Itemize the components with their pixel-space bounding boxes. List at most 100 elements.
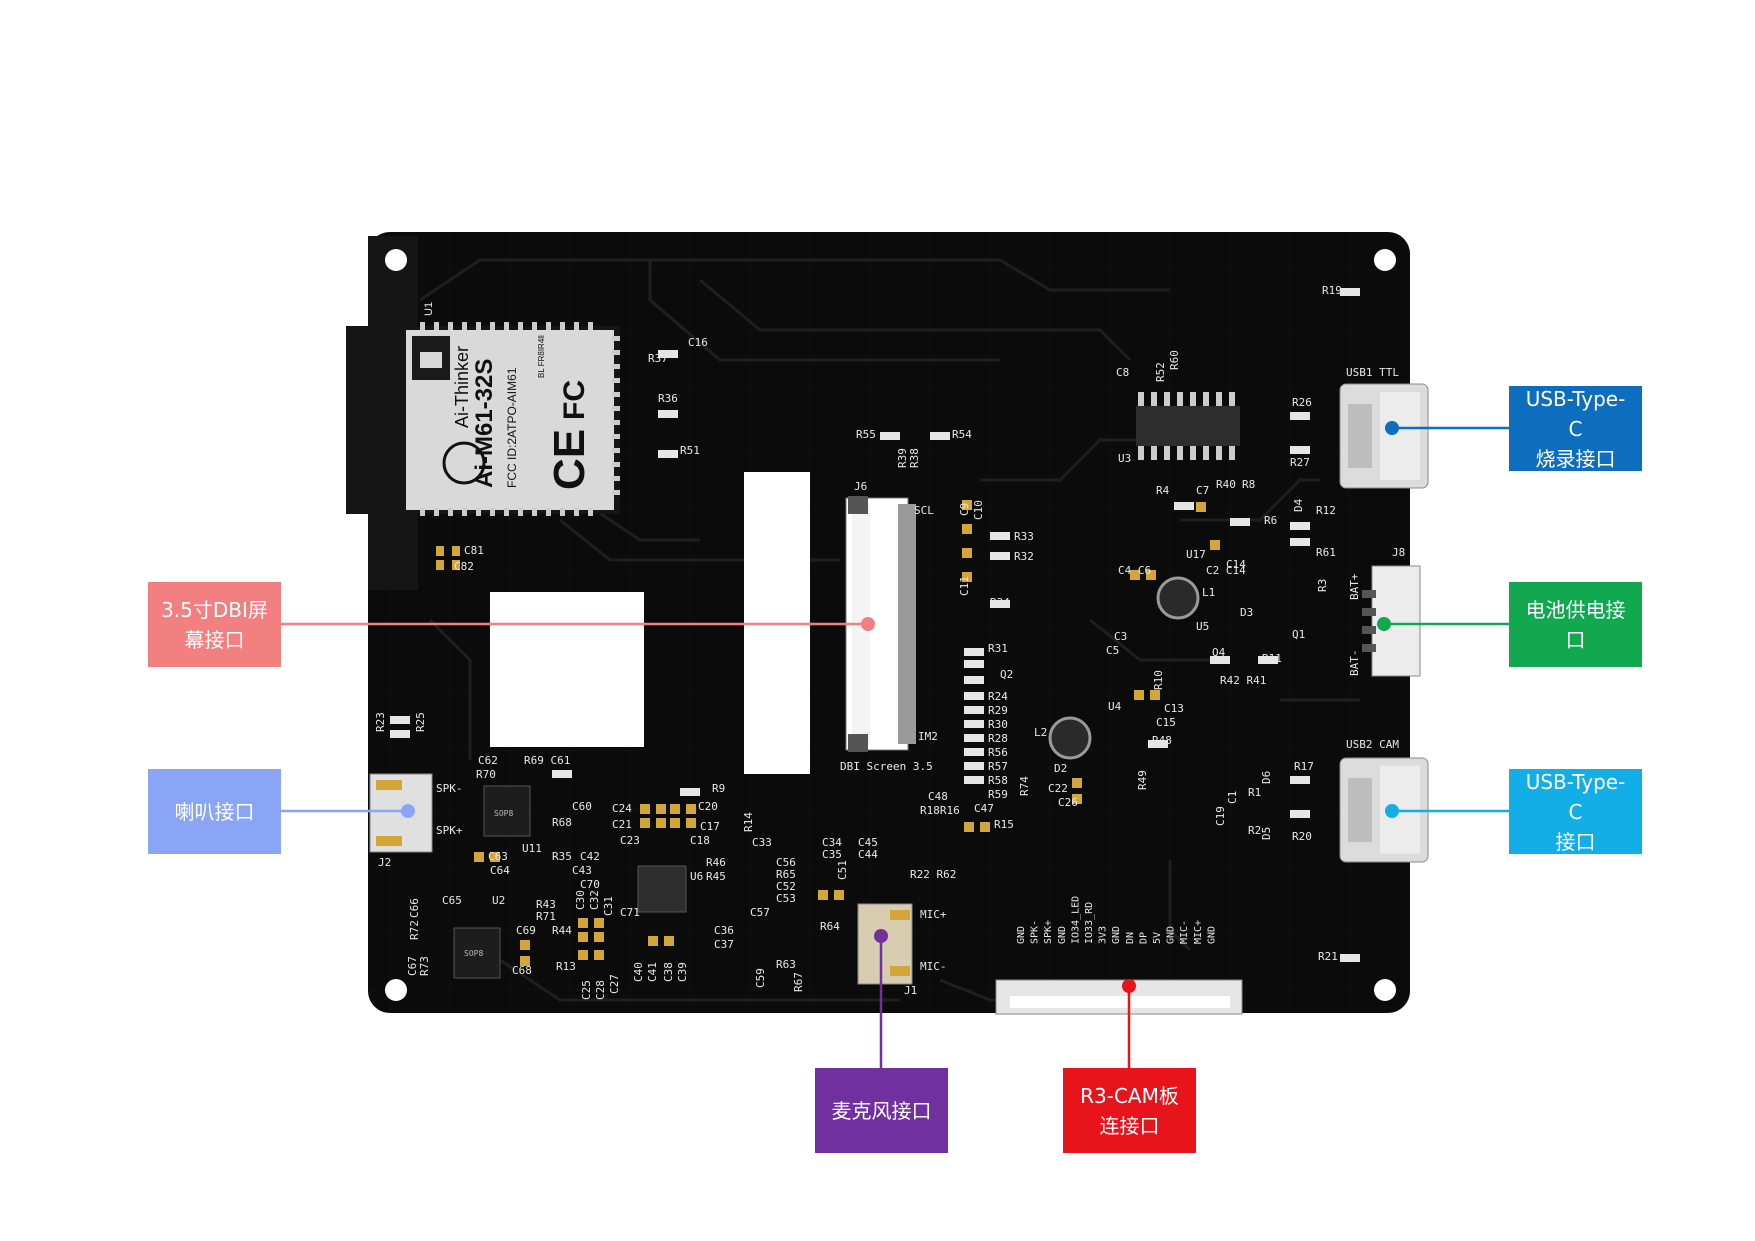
silk-c22: C22 — [1048, 782, 1068, 795]
silk-bat-plus: BAT+ — [1348, 573, 1361, 600]
silkscreen-rotated: BAT+ BAT- R52 R60 R39 R38 C9 C10 C11 R23… — [374, 350, 1361, 1000]
silk-c13: C13 — [1164, 702, 1184, 715]
module-model: Ai-M61-32S — [471, 359, 498, 488]
silk-r73: R73 — [418, 956, 431, 976]
inductor-l2 — [1048, 716, 1092, 760]
silk-r65: R65 — [776, 868, 796, 881]
silk-r31: R31 — [988, 642, 1008, 655]
silk-c15: C15 — [1156, 716, 1176, 729]
silkscreen-labels: J6 SCL DBI Screen 3.5 IM2 USB1 TTL USB2 … — [378, 284, 1405, 997]
cam-pin-label: GND — [1111, 926, 1122, 944]
silk-r33: R33 — [1014, 530, 1034, 543]
silk-spk-minus: SPK- — [436, 782, 463, 795]
silk-r71: R71 — [536, 910, 556, 923]
silk-r12: R12 — [1316, 504, 1336, 517]
silk-r59: R59 — [988, 788, 1008, 801]
mounting-holes — [385, 249, 1396, 1001]
screen-dot — [861, 617, 875, 631]
silk-r56: R56 — [988, 746, 1008, 759]
module-brand: Ai-Thinker — [452, 346, 472, 428]
silk-r8: R8 — [1242, 478, 1255, 491]
silk-c34: C34 — [822, 836, 842, 849]
silk-c47: C47 — [974, 802, 994, 815]
silk-bat-minus: BAT- — [1348, 650, 1361, 677]
callout-battery: 电池供电接 口 — [1509, 582, 1642, 667]
chip-u11 — [483, 785, 531, 837]
silk-usb1-ttl: USB1 TTL — [1346, 366, 1399, 379]
silk-c28: C28 — [594, 980, 607, 1000]
silk-c31: C31 — [602, 896, 615, 916]
silk-r40: R40 — [1216, 478, 1236, 491]
chip-u3 — [1136, 392, 1240, 460]
cam-pin-label: 5V — [1152, 932, 1163, 944]
silk-c2c14: C2 C14 — [1206, 564, 1246, 577]
silk-c32: C32 — [588, 890, 601, 910]
keepout-block-left — [490, 592, 644, 747]
silk-c43: C43 — [572, 864, 592, 877]
silk-j8: J8 — [1392, 546, 1405, 559]
silk-l2: L2 — [1034, 726, 1047, 739]
silk-c25: C25 — [580, 980, 593, 1000]
silk-d2: D2 — [1054, 762, 1067, 775]
silk-r1: R1 — [1248, 786, 1261, 799]
fpc-connector-j6 — [845, 496, 916, 752]
silk-r13: R13 — [556, 960, 576, 973]
silk-r17: R17 — [1294, 760, 1314, 773]
silk-r69c61: R69 C61 — [524, 754, 570, 767]
silk-c17: C17 — [700, 820, 720, 833]
cam-dot — [1122, 979, 1136, 993]
cam-pin-label: GND — [1057, 926, 1068, 944]
silk-mic-minus: MIC- — [920, 960, 947, 973]
silk-r22r62: R22 R62 — [910, 868, 956, 881]
silk-c44: C44 — [858, 848, 878, 861]
passive-components — [436, 500, 1220, 966]
silk-r19: R19 — [1322, 284, 1342, 297]
silk-r39: R39 — [896, 448, 909, 468]
silk-r74: R74 — [1018, 776, 1031, 796]
silk-u2: U2 — [492, 894, 505, 907]
callout-lines — [281, 421, 1509, 1068]
callout-cam: R3-CAM板 连接口 — [1063, 1068, 1196, 1153]
silk-r3: R3 — [1316, 579, 1329, 592]
mic-dot — [874, 929, 888, 943]
silk-c35: C35 — [822, 848, 842, 861]
silk-r30: R30 — [988, 718, 1008, 731]
callout-usb2: USB-Type-C 接口 — [1509, 769, 1642, 854]
silk-r54: R54 — [952, 428, 972, 441]
silk-r57: R57 — [988, 760, 1008, 773]
silk-r9: R9 — [712, 782, 725, 795]
silk-r49: R49 — [1136, 770, 1149, 790]
silk-r10: R10 — [1152, 670, 1165, 690]
silk-dbi-screen: DBI Screen 3.5 — [840, 760, 933, 773]
mic-connector-j1 — [857, 903, 913, 985]
callout-mic-text: 麦克风接口 — [831, 1098, 932, 1123]
silk-c66: C66 — [408, 898, 421, 918]
cam-pin-label: DN — [1125, 932, 1136, 944]
silk-r44: R44 — [552, 924, 572, 937]
cam-pin-label: 3V3 — [1098, 926, 1109, 944]
cam-pin-label: GND — [1016, 926, 1027, 944]
silk-j1: J1 — [904, 984, 917, 997]
silk-r35: R35 — [552, 850, 572, 863]
ce-mark: CE — [545, 429, 594, 490]
cam-pin-label: GND — [1166, 926, 1177, 944]
silk-r28: R28 — [988, 732, 1008, 745]
silk-u6: U6 — [690, 870, 703, 883]
silk-c59: C59 — [754, 968, 767, 988]
silk-r68: R68 — [552, 816, 572, 829]
silk-c67: C67 — [406, 956, 419, 976]
silk-r24: R24 — [988, 690, 1008, 703]
ai-thinker-logo — [442, 441, 486, 485]
silk-r25: R25 — [414, 712, 427, 732]
silk-l1: L1 — [1202, 586, 1215, 599]
silk-c51: C51 — [836, 860, 849, 880]
silk-r51: R51 — [680, 444, 700, 457]
silk-r43: R43 — [536, 898, 556, 911]
callout-screen-text: 3.5寸DBI屏 幕接口 — [161, 597, 268, 652]
silk-c19: C19 — [1214, 806, 1227, 826]
inductor-l1 — [1156, 576, 1200, 620]
cam-pin-label: MIC+ — [1193, 920, 1204, 944]
cam-pin-label: GND — [1206, 926, 1217, 944]
cam-pin-label: DP — [1138, 932, 1149, 944]
